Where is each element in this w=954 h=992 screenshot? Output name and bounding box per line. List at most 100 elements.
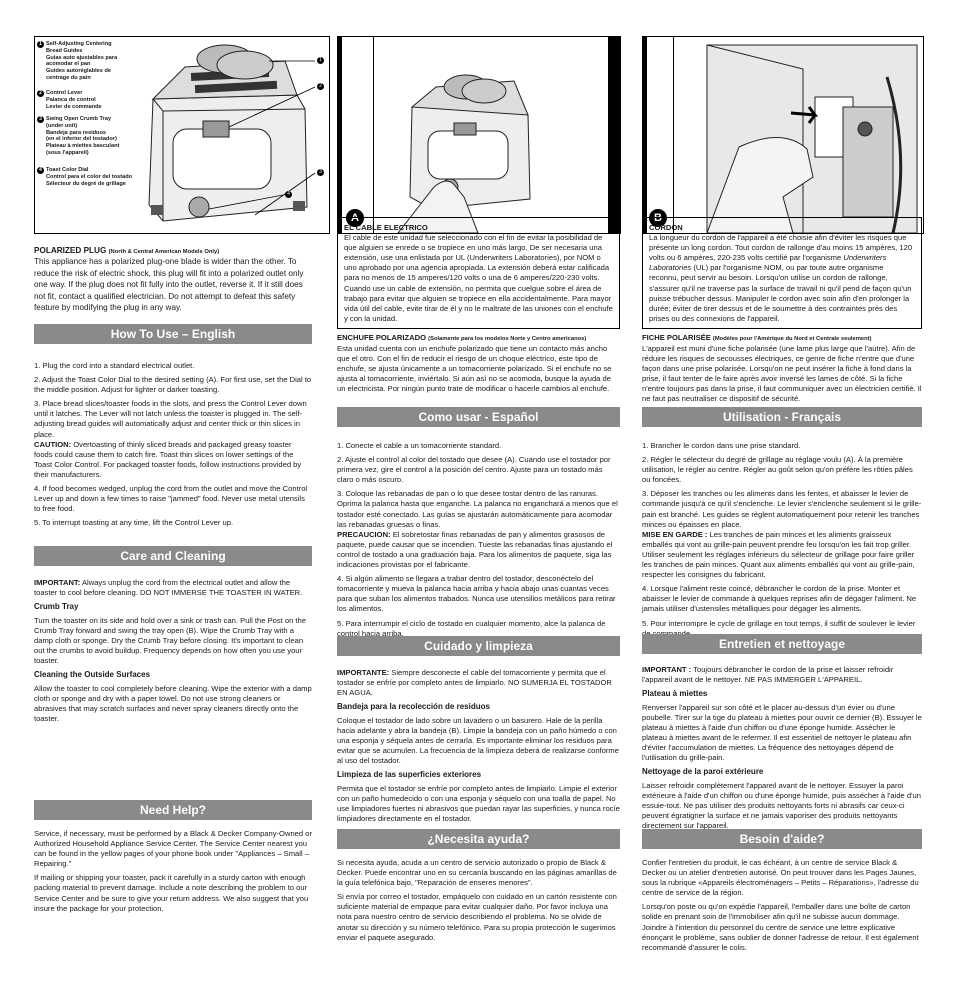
spanish-help-text-2: Si envía por correo el tostador, empáque… (337, 892, 617, 942)
spanish-care-heading: Cuidado y limpieza (337, 636, 620, 656)
spanish-caution-text: El sobretostar finas rebanadas de pan y … (337, 529, 613, 570)
callout-3-line-5: Plateau à miettes basculant (46, 143, 120, 150)
spanish-step-4: 4. Si algún alimento se llegara a trabar… (337, 574, 616, 614)
english-caution: CAUTION: Overtoasting of thinly sliced b… (34, 440, 312, 480)
callout-1-line-4: acomodar el pan (46, 61, 91, 68)
spanish-cable-box: EL CABLE ELECTRICO El cable de este unid… (337, 217, 620, 329)
english-outside-heading: Cleaning the Outside Surfaces (34, 670, 151, 680)
english-step-3: 3. Place bread slices/toaster foods in t… (34, 399, 307, 439)
french-important-text: Toujours débrancher le cordon de la pris… (642, 665, 894, 685)
pointer-number-4: 4 (285, 191, 292, 198)
english-caution-text: Overtoasting of thinly sliced breads and… (34, 439, 302, 479)
french-important-label: IMPORTANT : (642, 665, 692, 674)
english-important: IMPORTANT: Always unplug the cord from t… (34, 578, 312, 598)
french-outside-heading: Nettoyage de la paroi extérieure (642, 767, 764, 777)
english-step-1: 1. Plug the cord into a standard electri… (34, 361, 195, 370)
callout-3-line-2: (under unit) (46, 123, 78, 129)
english-help-text-2: If mailing or shipping your toaster, pac… (34, 873, 309, 913)
callout-2-line-2: Palanca de control (46, 97, 96, 103)
french-important: IMPORTANT : Toujours débrancher le cordo… (642, 665, 922, 685)
english-outside-text: Allow the toaster to cool completely bef… (34, 683, 312, 724)
english-plug-note: (North & Central American Models Only) (108, 249, 220, 255)
french-care-heading: Entretien et nettoyage (642, 634, 922, 654)
english-how-heading: How To Use – English (34, 324, 312, 344)
pointer-number-3: 3 (317, 169, 324, 176)
figure-a-badge: A (346, 209, 364, 227)
english-important-text: Always unplug the cord from the electric… (34, 578, 303, 598)
french-help-heading: Besoin d'aide? (642, 829, 922, 849)
spanish-crumb-heading: Bandeja para la recolección de residuos (337, 702, 490, 712)
spanish-outside-heading: Limpieza de las superficies exteriores (337, 770, 482, 780)
callout-4-line-2: Control para el color del tostado (46, 174, 133, 180)
crumb-tray-illustration (706, 44, 918, 233)
french-cord-text-a: La longueur du cordon de l'appareil a ét… (649, 233, 913, 263)
figure-a-dial-adjust: A (337, 36, 621, 234)
french-caution-text: Les tranches de pain minces et les alime… (642, 529, 915, 580)
spanish-caution: PRECAUCION: El sobretostar finas rebanad… (337, 530, 620, 570)
spanish-step-3: 3. Coloque las rebanadas de pan o lo que… (337, 489, 618, 529)
french-plug-note: (Modèles pour l'Amérique du Nord et Cent… (712, 335, 872, 342)
french-plug-text: L'appareil est muni d'une fiche polarisé… (642, 343, 922, 404)
toaster-hand-illustration (397, 74, 531, 233)
french-cord-title: CORDON (649, 223, 683, 232)
callout-4-line-3: Sélecteur du degré de grillage (46, 180, 126, 187)
spanish-help-heading: ¿Necesita ayuda? (337, 829, 620, 849)
english-step-5: 5. To interrupt toasting at any time, li… (34, 518, 234, 528)
callout-3-line-3: Bandeja para residuos (46, 129, 106, 136)
french-cord-text-b: (UL) par l'organisme NOM, ou par toute a… (649, 263, 912, 323)
spanish-plug-text: Esta unidad cuenta con un enchufe polari… (337, 343, 612, 394)
spanish-help-text-1: Si necesita ayuda, acuda a un centro de … (337, 858, 617, 888)
english-care-heading: Care and Cleaning (34, 546, 312, 566)
english-plug-title: POLARIZED PLUG (34, 246, 107, 255)
spanish-plug-section: ENCHUFE POLARIZADO (Solamente para los m… (337, 333, 620, 394)
french-plug-title: FICHE POLARISÉE (642, 332, 711, 342)
french-help-text-1: Confier l'entretien du produit, le cas é… (642, 858, 919, 898)
french-cord-text-em: Underwriters Laboratories (649, 253, 887, 273)
pointer-number-2: 2 (317, 83, 324, 90)
callout-number-2: 2 (37, 90, 44, 97)
french-step-1: 1. Brancher le cordon dans une prise sta… (642, 441, 801, 450)
french-outside-text: Laisser refroidir complètement l'apparei… (642, 781, 921, 831)
spanish-cable-text: El cable de este unidad fue seleccionado… (344, 233, 613, 323)
figure-b-badge: B (649, 209, 667, 227)
english-crumb-text: Turn the toaster on its side and hold ov… (34, 615, 306, 666)
french-caution-label: MISE EN GARDE : (642, 529, 708, 539)
french-crumb-text: Renverser l'appareil sur son côté et le … (642, 702, 922, 763)
pointer-number-1: 1 (317, 57, 324, 64)
spanish-plug-title: ENCHUFE POLARIZADO (337, 332, 427, 342)
callout-1-line-2: Bread Guides (46, 48, 83, 54)
french-cord-box: CORDON La longueur du cordon de l'appare… (642, 217, 922, 329)
english-step-2: 2. Adjust the Toast Color Dial to the de… (34, 375, 312, 395)
spanish-step-1: 1. Conecte el cable a un tomacorriente s… (337, 441, 502, 450)
french-step-5: 5. Pour interrompre le cycle de grillage… (642, 618, 916, 638)
callout-2-line-1: Control Lever (46, 90, 83, 96)
callout-1-line-5: Guides autoréglables de (46, 68, 111, 75)
french-step-3: 3. Déposer les tranches ou les aliments … (642, 489, 922, 529)
callout-3-line-1: Swing Open Crumb Tray (46, 116, 111, 122)
figure-b-crumb-tray: B (642, 36, 924, 234)
english-help-heading: Need Help? (34, 800, 312, 820)
callout-2-line-3: Levier de commande (46, 103, 102, 110)
spanish-step-2: 2. Ajuste el control al color del tostad… (337, 455, 611, 485)
callout-1-line-1: Self-Adjusting Centering (46, 41, 112, 47)
callout-4-line-1: Toast Color Dial (46, 167, 89, 173)
english-crumb-heading: Crumb Tray (34, 602, 79, 612)
french-help-text-2: Lorsqu'on poste ou qu'on expédie l'appar… (642, 902, 919, 952)
spanish-caution-label: PRECAUCION: (337, 529, 391, 539)
french-step-4: 4. Lorsque l'aliment reste coincé, débra… (642, 584, 917, 614)
spanish-outside-text: Permita que el tostador se enfríe por co… (337, 784, 620, 824)
french-cord-text: La longueur du cordon de l'appareil a ét… (649, 233, 915, 324)
spanish-how-heading: Como usar - Español (337, 407, 620, 427)
spanish-important-label: IMPORTANTE: (337, 668, 390, 677)
english-step-4: 4. If food becomes wedged, unplug the co… (34, 484, 308, 514)
french-step-2: 2. Régler le sélecteur du degré de grill… (642, 455, 913, 485)
english-important-label: IMPORTANT: (34, 578, 81, 587)
spanish-crumb-text: Coloque el tostador de lado sobre un lav… (337, 715, 619, 766)
spanish-important: IMPORTANTE: Siempre desconecte el cable … (337, 668, 620, 698)
callout-number-3: 3 (37, 116, 44, 123)
toaster-illustration (148, 44, 316, 222)
callout-3-line-6: (sous l'appareil) (46, 149, 89, 156)
